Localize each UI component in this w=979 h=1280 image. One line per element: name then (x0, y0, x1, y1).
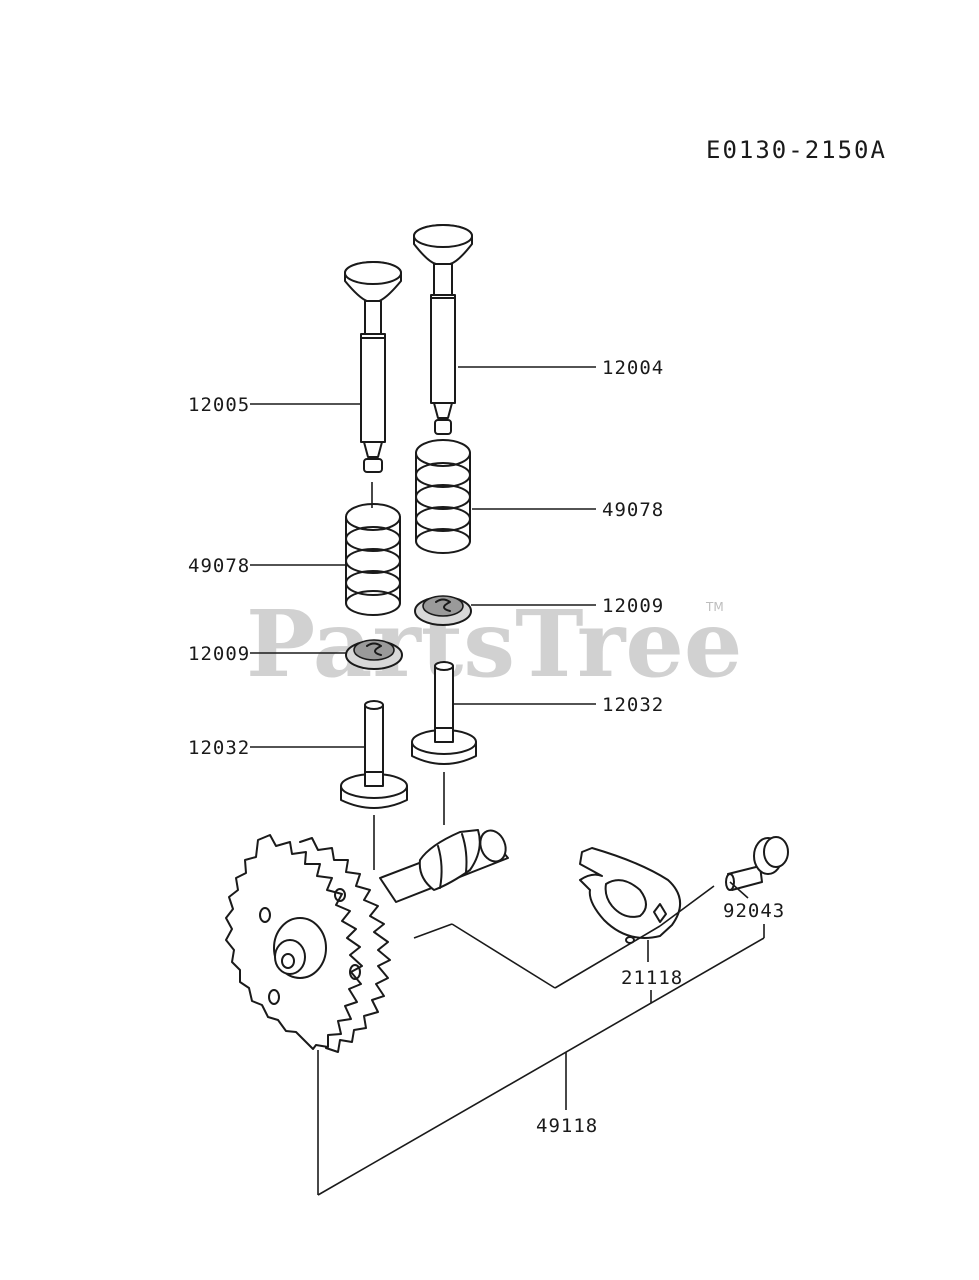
label-12005: 12005 (188, 394, 250, 416)
label-49078-right: 49078 (602, 499, 664, 521)
label-12009-right: 12009 (602, 595, 664, 617)
trademark-mark: TM (705, 600, 724, 614)
spring-49078-right[interactable] (415, 439, 471, 554)
label-12009-left: 12009 (188, 643, 250, 665)
valve-12005[interactable] (344, 261, 402, 473)
spring-49078-left[interactable] (345, 503, 401, 616)
label-92043: 92043 (723, 900, 785, 922)
label-12004: 12004 (602, 357, 664, 379)
tappet-12032-right[interactable] (411, 661, 477, 765)
diagram-code: E0130-2150A (706, 136, 887, 164)
label-12032-left: 12032 (188, 737, 250, 759)
valve-12004[interactable] (413, 224, 473, 435)
camshaft-49118[interactable] (225, 827, 510, 1053)
tappet-12032-left[interactable] (340, 700, 408, 809)
bolt-92043[interactable] (725, 836, 789, 891)
retainer-12009-right[interactable] (414, 595, 472, 626)
leader-lines (250, 366, 765, 1196)
label-12032-right: 12032 (602, 694, 664, 716)
plate-21118[interactable] (579, 847, 681, 944)
label-49118: 49118 (536, 1115, 598, 1137)
watermark: PartsTree (246, 590, 742, 698)
label-21118: 21118 (621, 967, 683, 989)
label-49078-left: 49078 (188, 555, 250, 577)
retainer-12009-left[interactable] (345, 639, 403, 670)
